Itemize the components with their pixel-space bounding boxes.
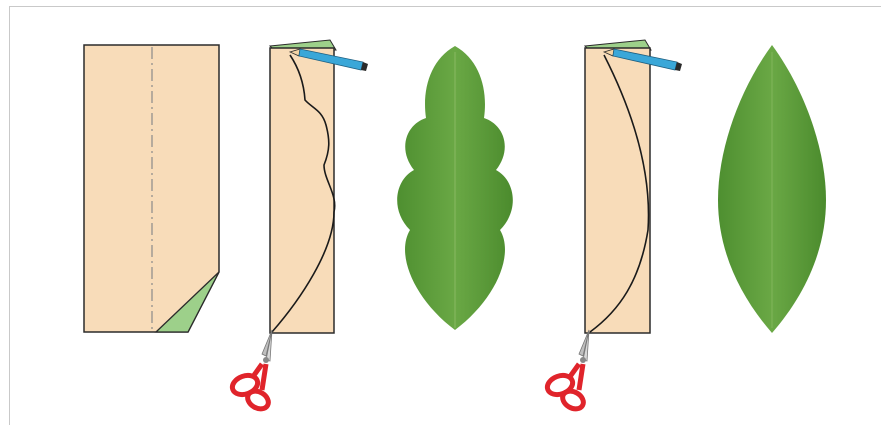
oval-leaf-icon	[718, 45, 826, 333]
folded-paper-icon	[84, 45, 219, 332]
lobed-drawing-paper	[270, 40, 336, 333]
scissors-icon	[545, 330, 589, 412]
scissors-icon	[230, 330, 272, 412]
lobed-leaf-icon	[397, 46, 513, 330]
simple-drawing-paper	[585, 40, 651, 333]
